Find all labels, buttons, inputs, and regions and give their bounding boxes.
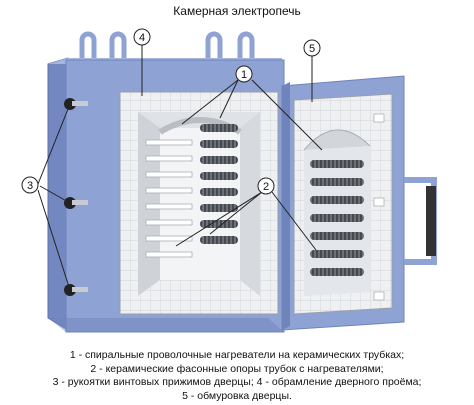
ceramic-supports-left [145, 139, 193, 258]
legend-line-3: 3 - рукоятки винтовых прижимов дверцы; 4… [52, 376, 422, 388]
diagram-title: Камерная электропечь [173, 4, 301, 18]
lifting-hooks [79, 31, 255, 58]
callout-2: 2 [257, 177, 275, 195]
legend-line-2: 2 - керамические фасонные опоры трубок с… [90, 362, 384, 375]
svg-text:5: 5 [309, 43, 315, 55]
furnace-illustration: 1 2 3 4 5 [21, 28, 437, 333]
svg-text:3: 3 [27, 180, 33, 192]
svg-text:1: 1 [241, 69, 247, 81]
legend-line-4: 5 - обмуровка дверцы. [182, 389, 292, 402]
callout-1: 1 [235, 65, 253, 83]
door-frame [119, 91, 279, 315]
door-handle [404, 177, 437, 265]
legend-line-1: 1 - спиральные проволочные нагреватели н… [69, 349, 405, 361]
callout-4: 4 [133, 28, 151, 46]
callout-5: 5 [303, 39, 321, 57]
heaters-door [310, 160, 364, 276]
furnace-door [281, 75, 405, 331]
leader-lines [37, 45, 323, 291]
svg-text:4: 4 [139, 32, 145, 44]
svg-text:2: 2 [263, 181, 269, 193]
callout-3: 3 [21, 176, 39, 194]
heaters-chamber [200, 124, 238, 244]
legend-caption: 1 - спиральные проволочные нагреватели н… [0, 349, 474, 403]
